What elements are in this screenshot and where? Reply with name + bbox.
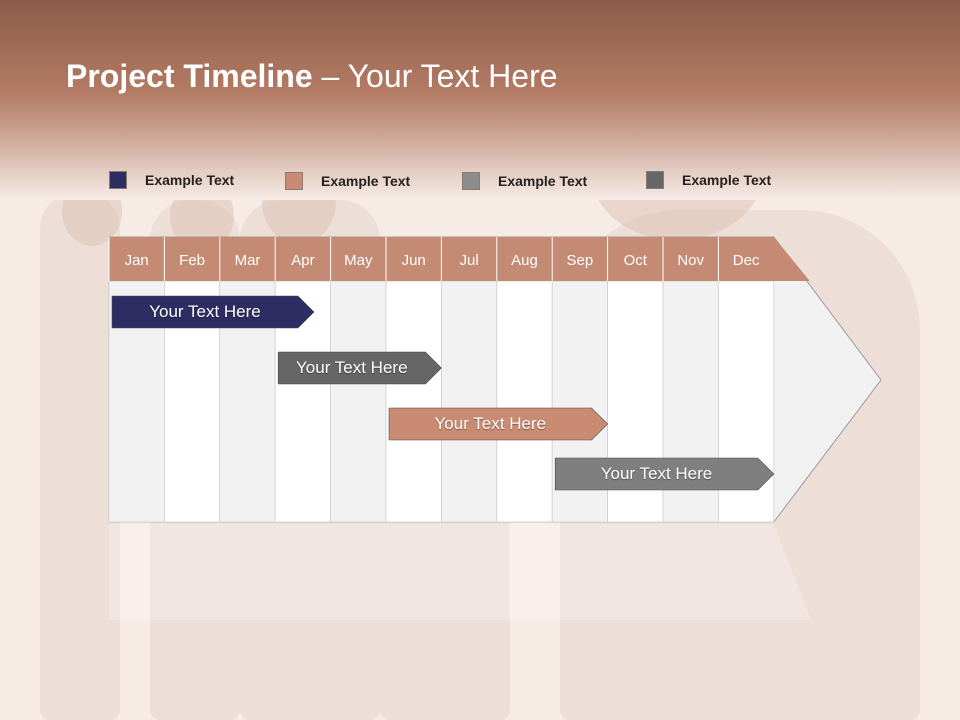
task-bar-label: Your Text Here	[600, 464, 713, 483]
month-label: Feb	[179, 252, 205, 269]
month-label: Jul	[460, 252, 479, 269]
legend-swatch	[109, 171, 127, 189]
month-label: Jun	[402, 252, 426, 269]
person-silhouette	[40, 190, 120, 720]
month-label: Apr	[291, 252, 314, 269]
month-label: Mar	[235, 252, 261, 269]
legend-label: Example Text	[145, 172, 235, 188]
month-label: Aug	[511, 252, 538, 269]
task-bar	[277, 351, 442, 385]
header-band	[0, 0, 960, 200]
task-bar-label: Your Text Here	[434, 414, 547, 433]
month-label: Nov	[677, 252, 704, 269]
task-bar	[111, 295, 315, 329]
month-label: Dec	[733, 252, 760, 269]
month-column	[496, 280, 553, 523]
task-bar	[554, 457, 775, 491]
legend-item: Example Text	[462, 171, 587, 191]
legend-item: Example Text	[646, 170, 771, 190]
title-bold: Project Timeline	[66, 58, 313, 94]
month-label: May	[344, 252, 373, 269]
task-bar-label: Your Text Here	[149, 302, 261, 321]
legend-label: Example Text	[682, 172, 772, 188]
legend-swatch	[462, 172, 480, 190]
month-label: Sep	[567, 252, 594, 269]
legend-label: Example Text	[321, 173, 411, 189]
task-bar-label: Your Text Here	[296, 358, 408, 377]
legend-item: Example Text	[285, 171, 410, 191]
month-column	[440, 280, 498, 523]
month-column	[385, 280, 442, 523]
legend-swatch	[646, 171, 664, 189]
legend-swatch	[285, 172, 303, 190]
month-label: Jan	[125, 252, 149, 269]
month-header	[109, 237, 810, 281]
month-label: Oct	[624, 252, 648, 269]
slide-title: Project Timeline – Your Text Here	[66, 58, 558, 95]
chart-reflection	[109, 524, 811, 620]
month-column	[330, 280, 387, 523]
task-bar	[388, 407, 609, 441]
legend-label: Example Text	[498, 173, 588, 189]
legend-item: Example Text	[109, 170, 234, 190]
title-rest: – Your Text Here	[312, 58, 558, 94]
